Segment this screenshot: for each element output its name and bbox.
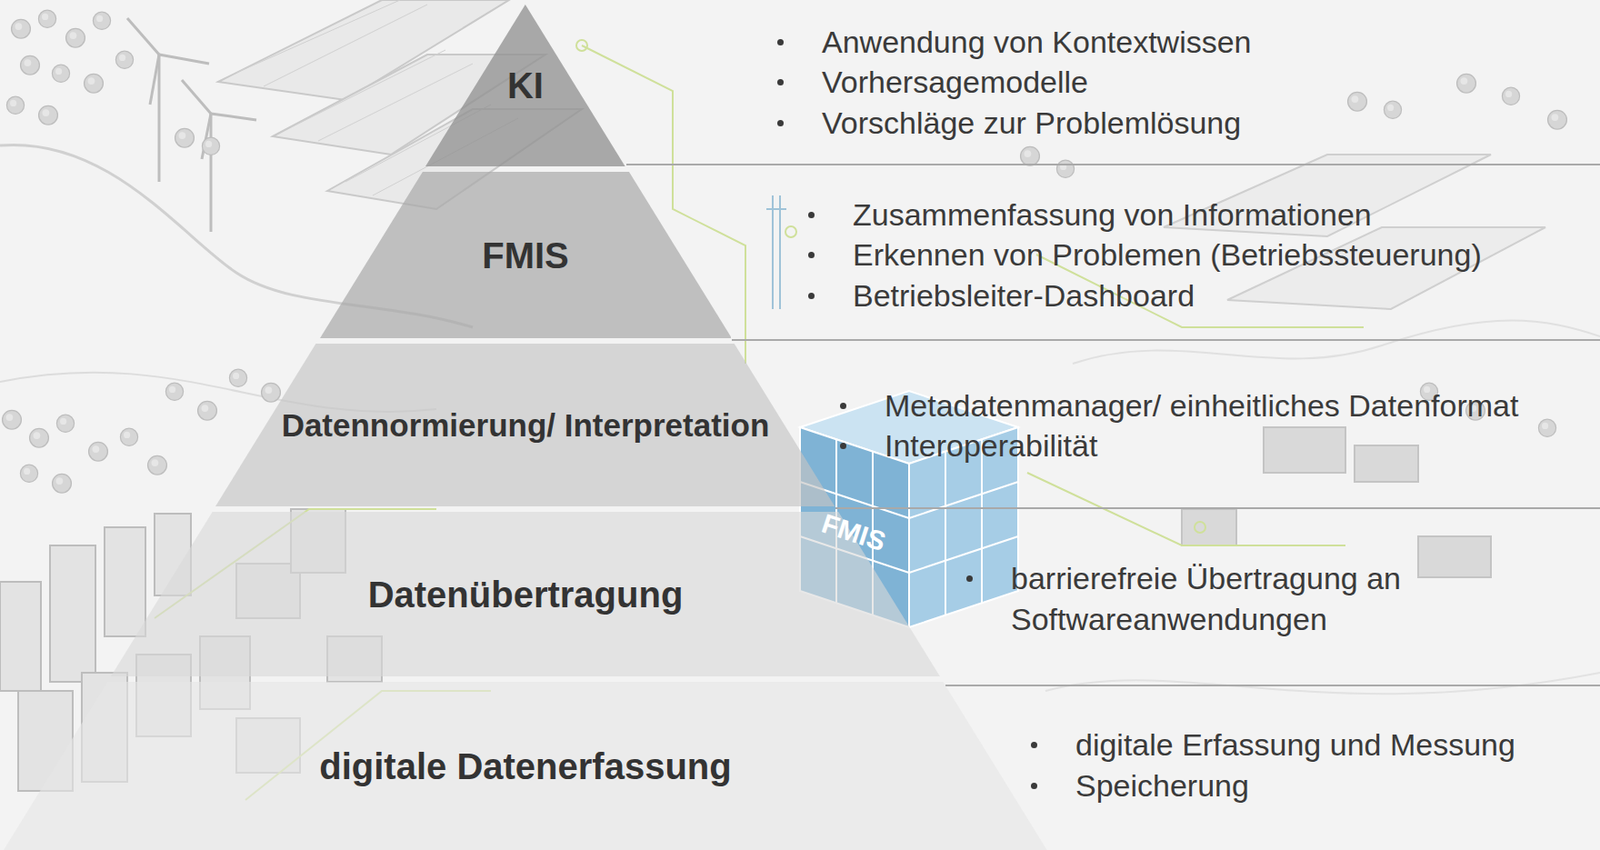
bullet-item: Vorschläge zur Problemlösung [821,102,1241,144]
band-fill [425,4,626,167]
band-label: digitale Datenerfassung [319,744,731,789]
bullet-dot [840,402,847,410]
bullet-item: Erkennen von Problemen (Betriebssteuerun… [852,234,1482,276]
band-label: FMIS [481,233,570,278]
bullet-dot [808,251,815,259]
pyramid-band: KI [425,4,626,167]
band-fill [3,681,1048,850]
bullet-item: Anwendung von Kontextwissen [821,21,1252,63]
bullet-dot [966,575,973,582]
bullet-dot [1030,741,1038,749]
bullet-dot [1030,782,1038,790]
bullet-dot [777,79,784,86]
bullet-dot [840,442,847,450]
band-label: Datennormierung/ Interpretation [281,403,770,448]
bullet-item: Interoperabilität [884,425,1098,467]
bullet-dot [777,120,784,127]
bullet-item: barrierefreie Übertragung an Softwareanw… [1010,558,1457,640]
band-label: KI [507,63,544,108]
band-label: Datenübertragung [368,572,684,617]
bullet-item: Vorhersagemodelle [821,61,1089,103]
bullet-item: Metadatenmanager/ einheitliches Datenfor… [884,385,1519,427]
pyramid-band: Datennormierung/ Interpretation [215,343,835,507]
band-fill [320,171,732,339]
bullet-item: Betriebsleiter-Dashboard [852,275,1195,317]
bullet-item: Zusammenfassung von Informationen [852,194,1372,236]
pyramid-band: FMIS [320,171,732,339]
bullet-dot [808,292,815,300]
bullet-dot [808,211,815,219]
bullet-dot [777,39,784,46]
pyramid-band: Datenübertragung [110,511,940,677]
band-fill [110,511,940,677]
band-fill [215,343,835,507]
bullet-item: digitale Erfassung und Messung [1075,724,1516,766]
pyramid-band: digitale Datenerfassung [3,681,1048,850]
bullet-item: Speicherung [1075,765,1250,807]
